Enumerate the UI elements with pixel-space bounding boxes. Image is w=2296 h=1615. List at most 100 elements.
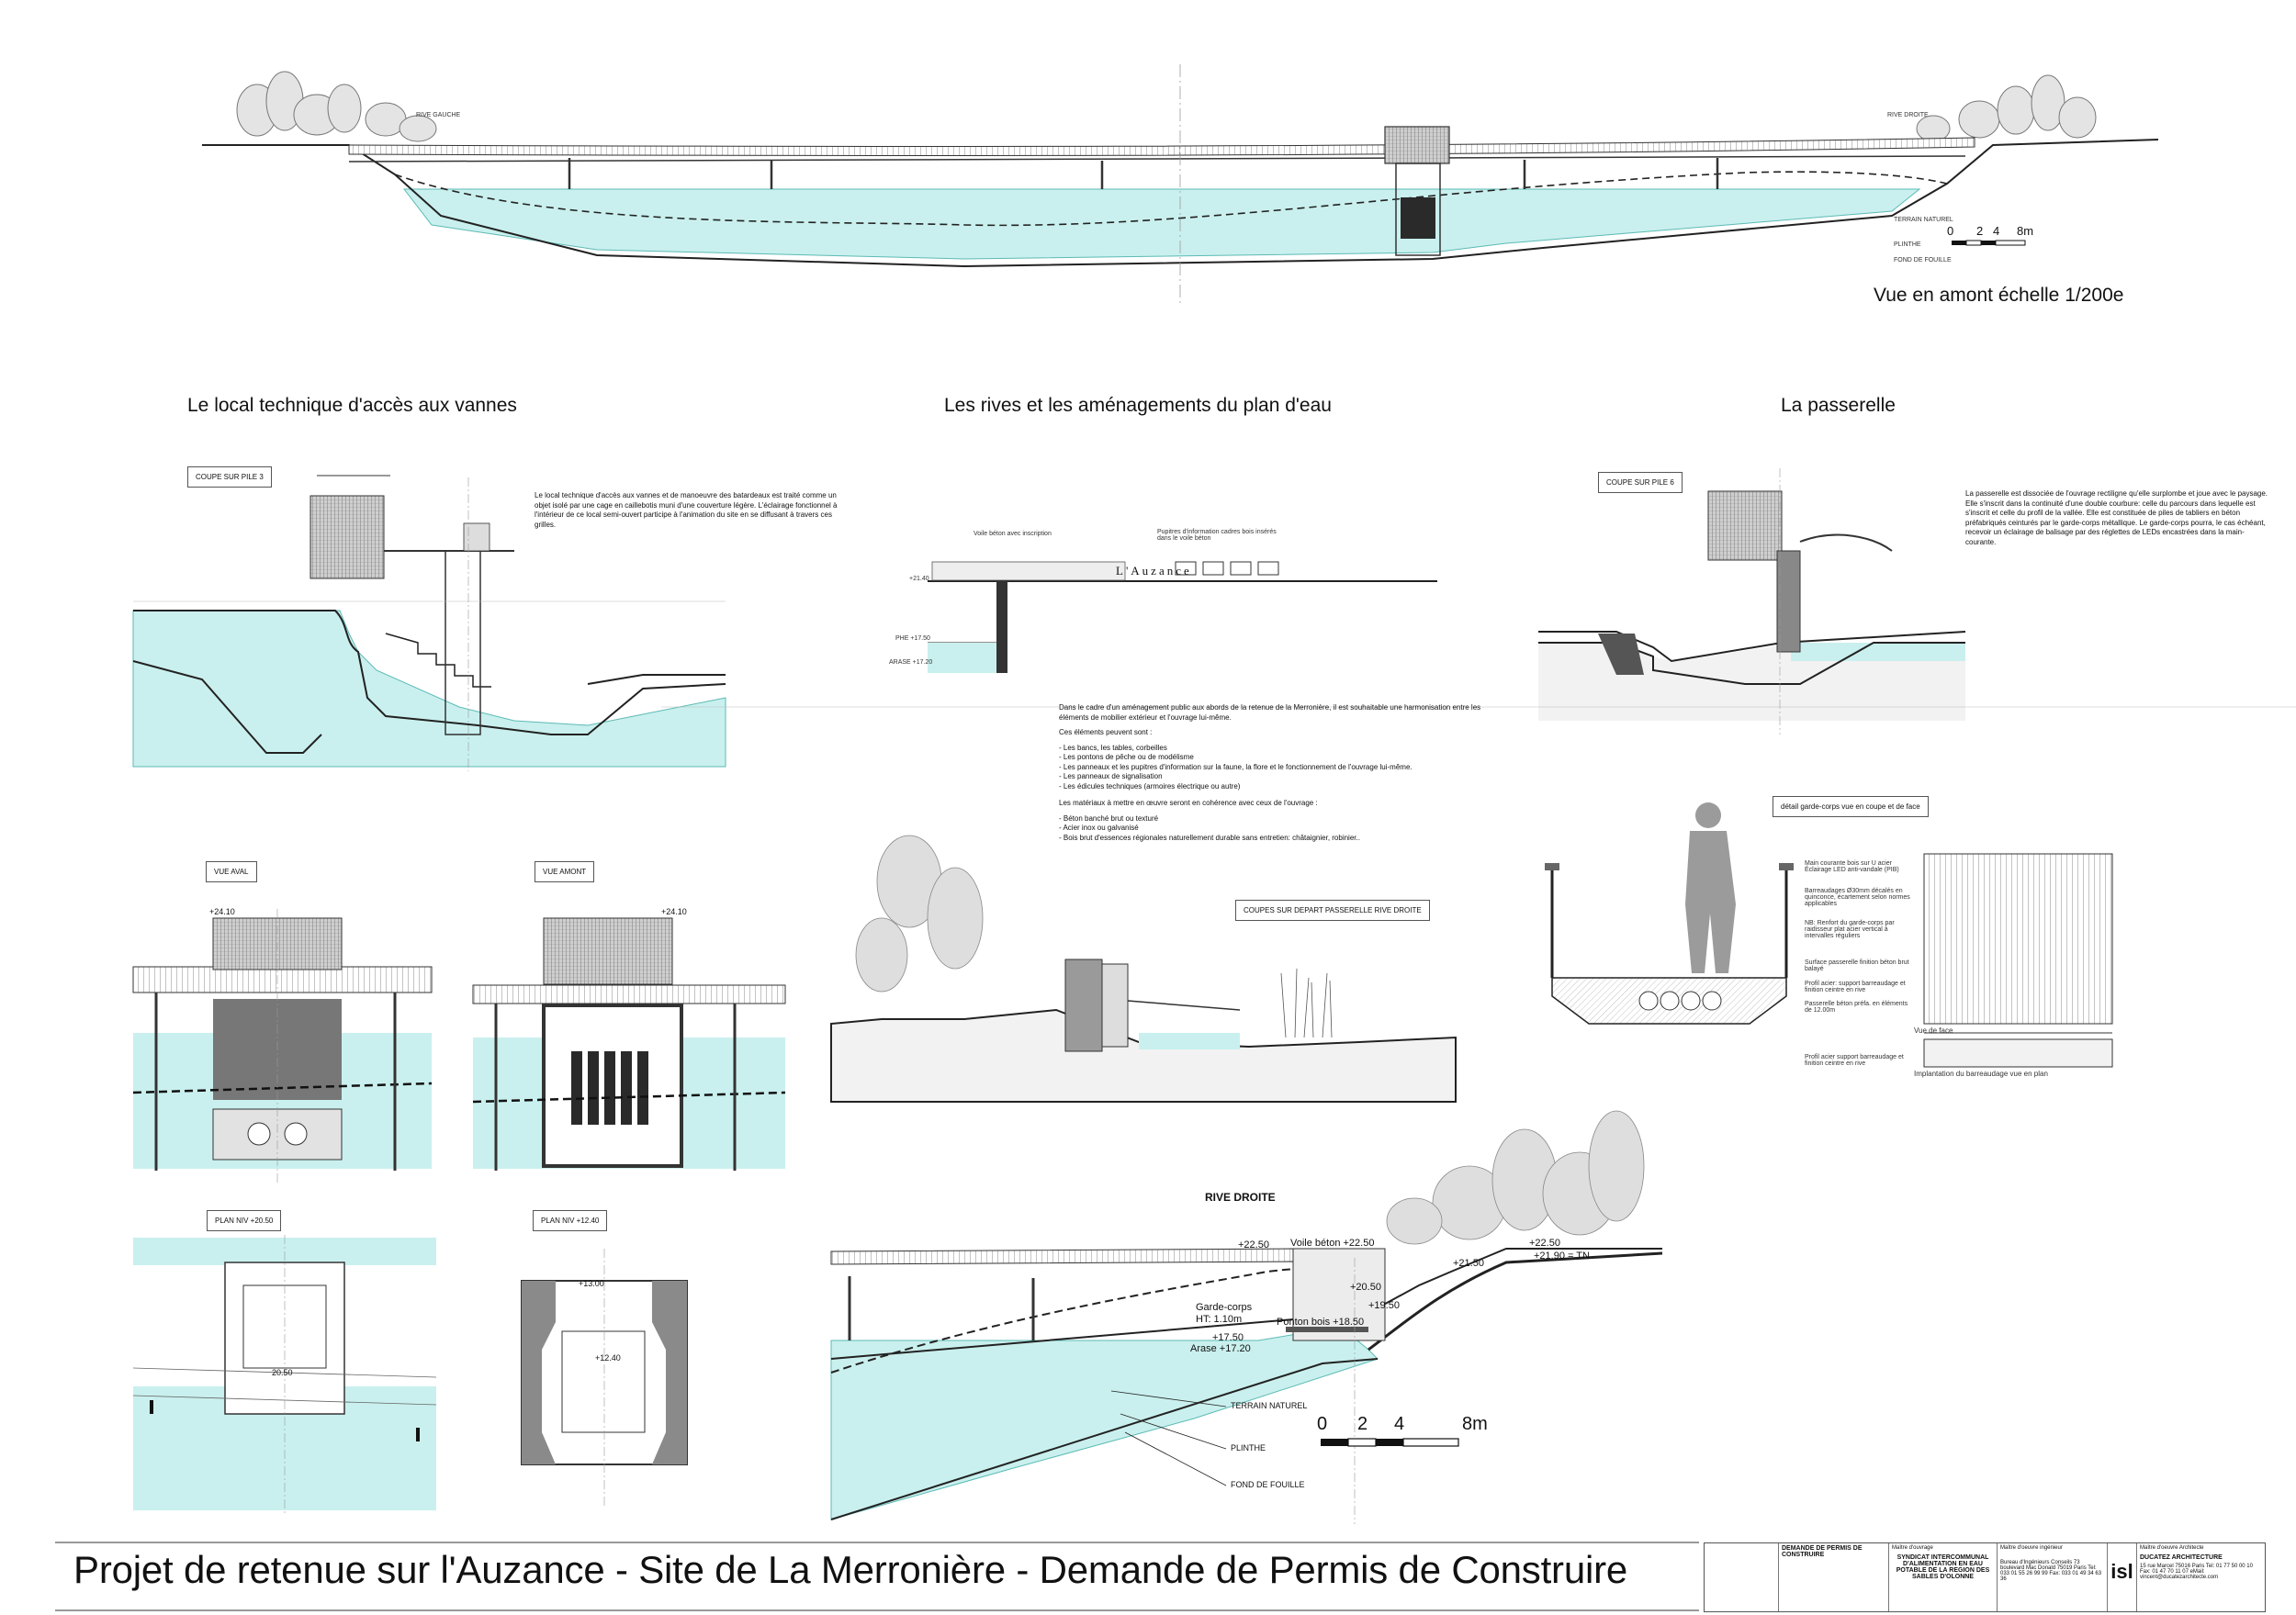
- rd-elev-1750: +17.50: [1212, 1332, 1244, 1343]
- gc-note-profil: Profil acier: support barreaudage et fin…: [1805, 981, 1906, 993]
- vue-amont-tag: VUE AMONT: [535, 861, 595, 882]
- top-scale-8m: 8m: [2017, 224, 2034, 238]
- plan-1240-level: +12.40: [595, 1353, 621, 1363]
- plan-2050-level: 20.50: [272, 1368, 293, 1377]
- maitre-ouvrage-label: Maître d'ouvrage: [1892, 1545, 1933, 1551]
- implantation-label: Implantation du barreaudage vue en plan: [1914, 1070, 2048, 1078]
- rives-element-item: Les panneaux de signalisation: [1059, 772, 1481, 782]
- trees-left: [236, 71, 437, 142]
- vue-face-label: Vue de face: [1914, 1026, 1953, 1035]
- rives-elev-top: +21.40: [909, 576, 929, 582]
- rd-scale-4: 4: [1394, 1414, 1405, 1434]
- rd-legend-terrain: TERRAIN NATUREL: [1231, 1401, 1308, 1410]
- gc-note-profil-2: Profil acier support barreaudage et fini…: [1805, 1054, 1904, 1067]
- vue-aval-tag: VUE AVAL: [206, 861, 257, 882]
- title-block-demande: DEMANDE DE PERMIS DE CONSTRUIRE: [1778, 1543, 1888, 1611]
- garde-corps-detail-tag: détail garde-corps vue en coupe et de fa…: [1773, 796, 1929, 817]
- rd-ponton: Ponton bois +18.50: [1277, 1317, 1365, 1328]
- plan-2050-tag: PLAN NIV +20.50: [207, 1210, 282, 1231]
- vue-amont-elevation: +24.10: [661, 907, 687, 916]
- rives-depart-drawing: [830, 835, 1457, 1103]
- rd-arase: Arase +17.20: [1190, 1343, 1251, 1354]
- rives-materials-title: Les matériaux à mettre en œuvre seront e…: [1059, 799, 1318, 807]
- gc-note-barreaudage: Barreaudages Ø30mm décalés en quinconce,…: [1805, 888, 1910, 907]
- gc-note-main-courante: Main courante bois sur U acier Éclairage…: [1805, 860, 1899, 873]
- rives-material-item: Bois brut d'essences régionales naturell…: [1059, 834, 1481, 844]
- local-description: Le local technique d'accès aux vannes et…: [535, 491, 838, 529]
- rives-depart-tag: COUPES SUR DEPART PASSERELLE RIVE DROITE: [1235, 900, 1430, 921]
- rives-text: Dans le cadre d'un aménagement public au…: [1059, 703, 1481, 843]
- vue-aval-drawing: [132, 909, 433, 1184]
- title-block-ingenieur: Maître d'oeuvre ingénieur Bureau d'Ingén…: [1997, 1543, 2107, 1611]
- section-title-local: Le local technique d'accès aux vannes: [187, 395, 517, 416]
- top-scale-2: 2: [1976, 224, 1984, 238]
- demande-label: DEMANDE DE PERMIS DE CONSTRUIRE: [1782, 1545, 1863, 1558]
- architecte-label: Maître d'oeuvre Architecte: [2140, 1545, 2204, 1551]
- title-block-architecte: Maître d'oeuvre Architecte DUCATEZ ARCHI…: [2136, 1543, 2265, 1611]
- title-block: DEMANDE DE PERMIS DE CONSTRUIRE Maître d…: [1704, 1542, 2266, 1612]
- gc-note-surface: Surface passerelle finition béton brut b…: [1805, 959, 1909, 972]
- rives-element-item: Les panneaux et les pupitres d'informati…: [1059, 763, 1481, 773]
- local-coupe-tag: COUPE SUR PILE 3: [187, 466, 272, 488]
- top-scale-bar: [1952, 240, 2026, 246]
- rives-material-item: Acier inox ou galvanisé: [1059, 824, 1481, 834]
- rd-garde-corps: Garde-corps: [1196, 1302, 1253, 1313]
- top-legend-fouille: FOND DE FOUILLE: [1894, 257, 1952, 264]
- rive-droite-scale-bar: [1321, 1438, 1459, 1447]
- rd-legend-fouille: FOND DE FOUILLE: [1231, 1480, 1305, 1489]
- rd-scale-8m: 8m: [1462, 1414, 1488, 1434]
- rd-scale-0: 0: [1317, 1414, 1328, 1434]
- rd-scale-2: 2: [1357, 1414, 1368, 1434]
- rive-droite-drawing: [830, 1110, 1663, 1524]
- ingenieur-label: Maître d'oeuvre ingénieur: [2000, 1545, 2063, 1551]
- plan-2050-drawing: [132, 1235, 437, 1515]
- garde-corps-detail-drawing: [1545, 802, 2113, 1068]
- gc-note-prefa: Passerelle béton préfa. en éléments de 1…: [1805, 1001, 1908, 1014]
- architecte-address: 15 rue Marcel 75016 Paris Tel: 01 77 50 …: [2140, 1564, 2253, 1580]
- auzance-sign: L'Auzance: [1116, 564, 1192, 578]
- rives-elements-title: Ces éléments peuvent sont :: [1059, 728, 1153, 736]
- rd-elev-2150: +21.50: [1453, 1258, 1484, 1269]
- rive-droite-label: RIVE DROITE: [1887, 112, 1929, 118]
- client-name: SYNDICAT INTERCOMMUNAL D'ALIMENTATION EN…: [1896, 1554, 1990, 1580]
- passerelle-description: La passerelle est dissociée de l'ouvrage…: [1965, 489, 2268, 546]
- top-elevation: [202, 64, 2159, 303]
- rd-elev-1950: +19.50: [1368, 1300, 1400, 1311]
- vue-aval-elevation: +24.10: [209, 907, 235, 916]
- rives-elements-list: Les bancs, les tables, corbeilles Les po…: [1059, 744, 1481, 792]
- rives-elev-phe: PHE +17.50: [895, 635, 930, 642]
- section-title-passerelle: La passerelle: [1781, 395, 1896, 416]
- rives-material-item: Béton banché brut ou texturé: [1059, 814, 1481, 824]
- rives-intro: Dans le cadre d'un aménagement public au…: [1059, 703, 1481, 722]
- top-scale-4: 4: [1993, 224, 2000, 238]
- rives-elev-arase: ARASE +17.20: [889, 659, 933, 666]
- rd-legend-plinthe: PLINTHE: [1231, 1443, 1266, 1452]
- rives-materials-list: Béton banché brut ou texturé Acier inox …: [1059, 814, 1481, 844]
- top-legend-terrain: TERRAIN NATUREL: [1894, 217, 1953, 223]
- architecte-name: DUCATEZ ARCHITECTURE: [2140, 1554, 2223, 1561]
- passerelle-coupe-drawing: [1538, 468, 1966, 735]
- person-silhouette: [1685, 802, 1736, 973]
- voile-label: Voile béton avec inscription: [974, 531, 1052, 537]
- title-block-client: Maître d'ouvrage SYNDICAT INTERCOMMUNAL …: [1888, 1543, 1997, 1611]
- top-legend-plinthe: PLINTHE: [1894, 241, 1921, 248]
- rd-elev-2250-left: +22.50: [1238, 1239, 1269, 1251]
- rd-elev-2050: +20.50: [1350, 1282, 1381, 1293]
- rives-element-item: Les édicules techniques (armoires électr…: [1059, 782, 1481, 792]
- title-block-revisions: [1705, 1543, 1778, 1611]
- top-view-caption: Vue en amont échelle 1/200e: [1874, 285, 2124, 306]
- rive-gauche-label: RIVE GAUCHE: [416, 112, 461, 118]
- local-coupe-drawing: [132, 475, 726, 771]
- vue-amont-drawing: [472, 917, 786, 1171]
- passerelle-coupe-tag: COUPE SUR PILE 6: [1598, 472, 1683, 493]
- rives-element-item: Les bancs, les tables, corbeilles: [1059, 744, 1481, 754]
- gc-note-renfort: NB: Renfort du garde-corps par raidisseu…: [1805, 920, 1895, 939]
- top-scale-0: 0: [1947, 224, 1954, 238]
- sheet-title: Projet de retenue sur l'Auzance - Site d…: [73, 1548, 1628, 1591]
- rd-voile: Voile béton +22.50: [1290, 1238, 1375, 1249]
- plan-1240-drawing: [521, 1249, 688, 1506]
- trees-right: [1916, 74, 2097, 142]
- rives-element-item: Les pontons de pêche ou de modélisme: [1059, 753, 1481, 763]
- plan-1240-tag: PLAN NIV +12.40: [533, 1210, 608, 1231]
